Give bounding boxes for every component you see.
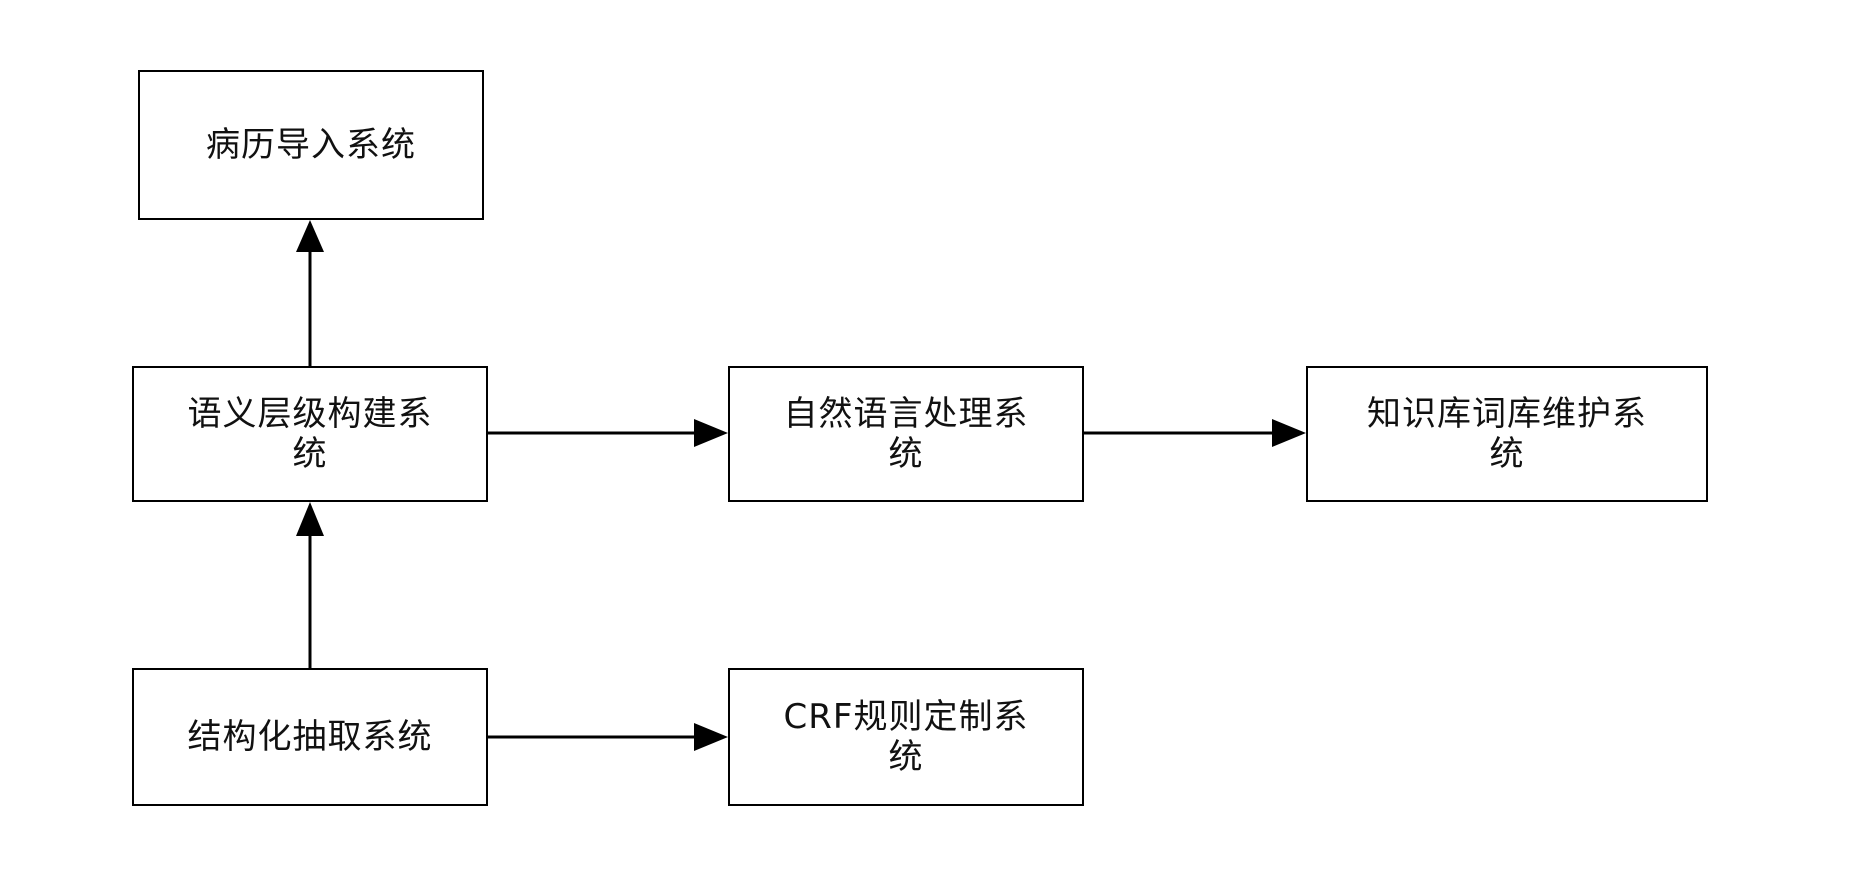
node-label-extract: 结构化抽取系统 xyxy=(187,717,433,757)
node-label-import: 病历导入系统 xyxy=(206,125,416,165)
node-label-crf: CRF规则定制系 统 xyxy=(783,697,1029,777)
arrow-semantic-to-nlp xyxy=(488,419,728,447)
node-medical-record-import: 病历导入系统 xyxy=(138,70,484,220)
node-label-nlp: 自然语言处理系 统 xyxy=(783,394,1029,474)
node-crf-rules: CRF规则定制系 统 xyxy=(728,668,1084,806)
node-knowledge-base: 知识库词库维护系 统 xyxy=(1306,366,1708,502)
arrow-nlp-to-kb xyxy=(1084,419,1306,447)
node-semantic-hierarchy: 语义层级构建系 统 xyxy=(132,366,488,502)
node-label-kb: 知识库词库维护系 统 xyxy=(1367,394,1647,474)
node-nlp-system: 自然语言处理系 统 xyxy=(728,366,1084,502)
arrow-extract-to-crf xyxy=(488,723,728,751)
node-structured-extraction: 结构化抽取系统 xyxy=(132,668,488,806)
node-label-semantic: 语义层级构建系 统 xyxy=(187,394,433,474)
arrow-semantic-to-import xyxy=(296,220,324,366)
arrow-extract-to-semantic xyxy=(296,502,324,668)
